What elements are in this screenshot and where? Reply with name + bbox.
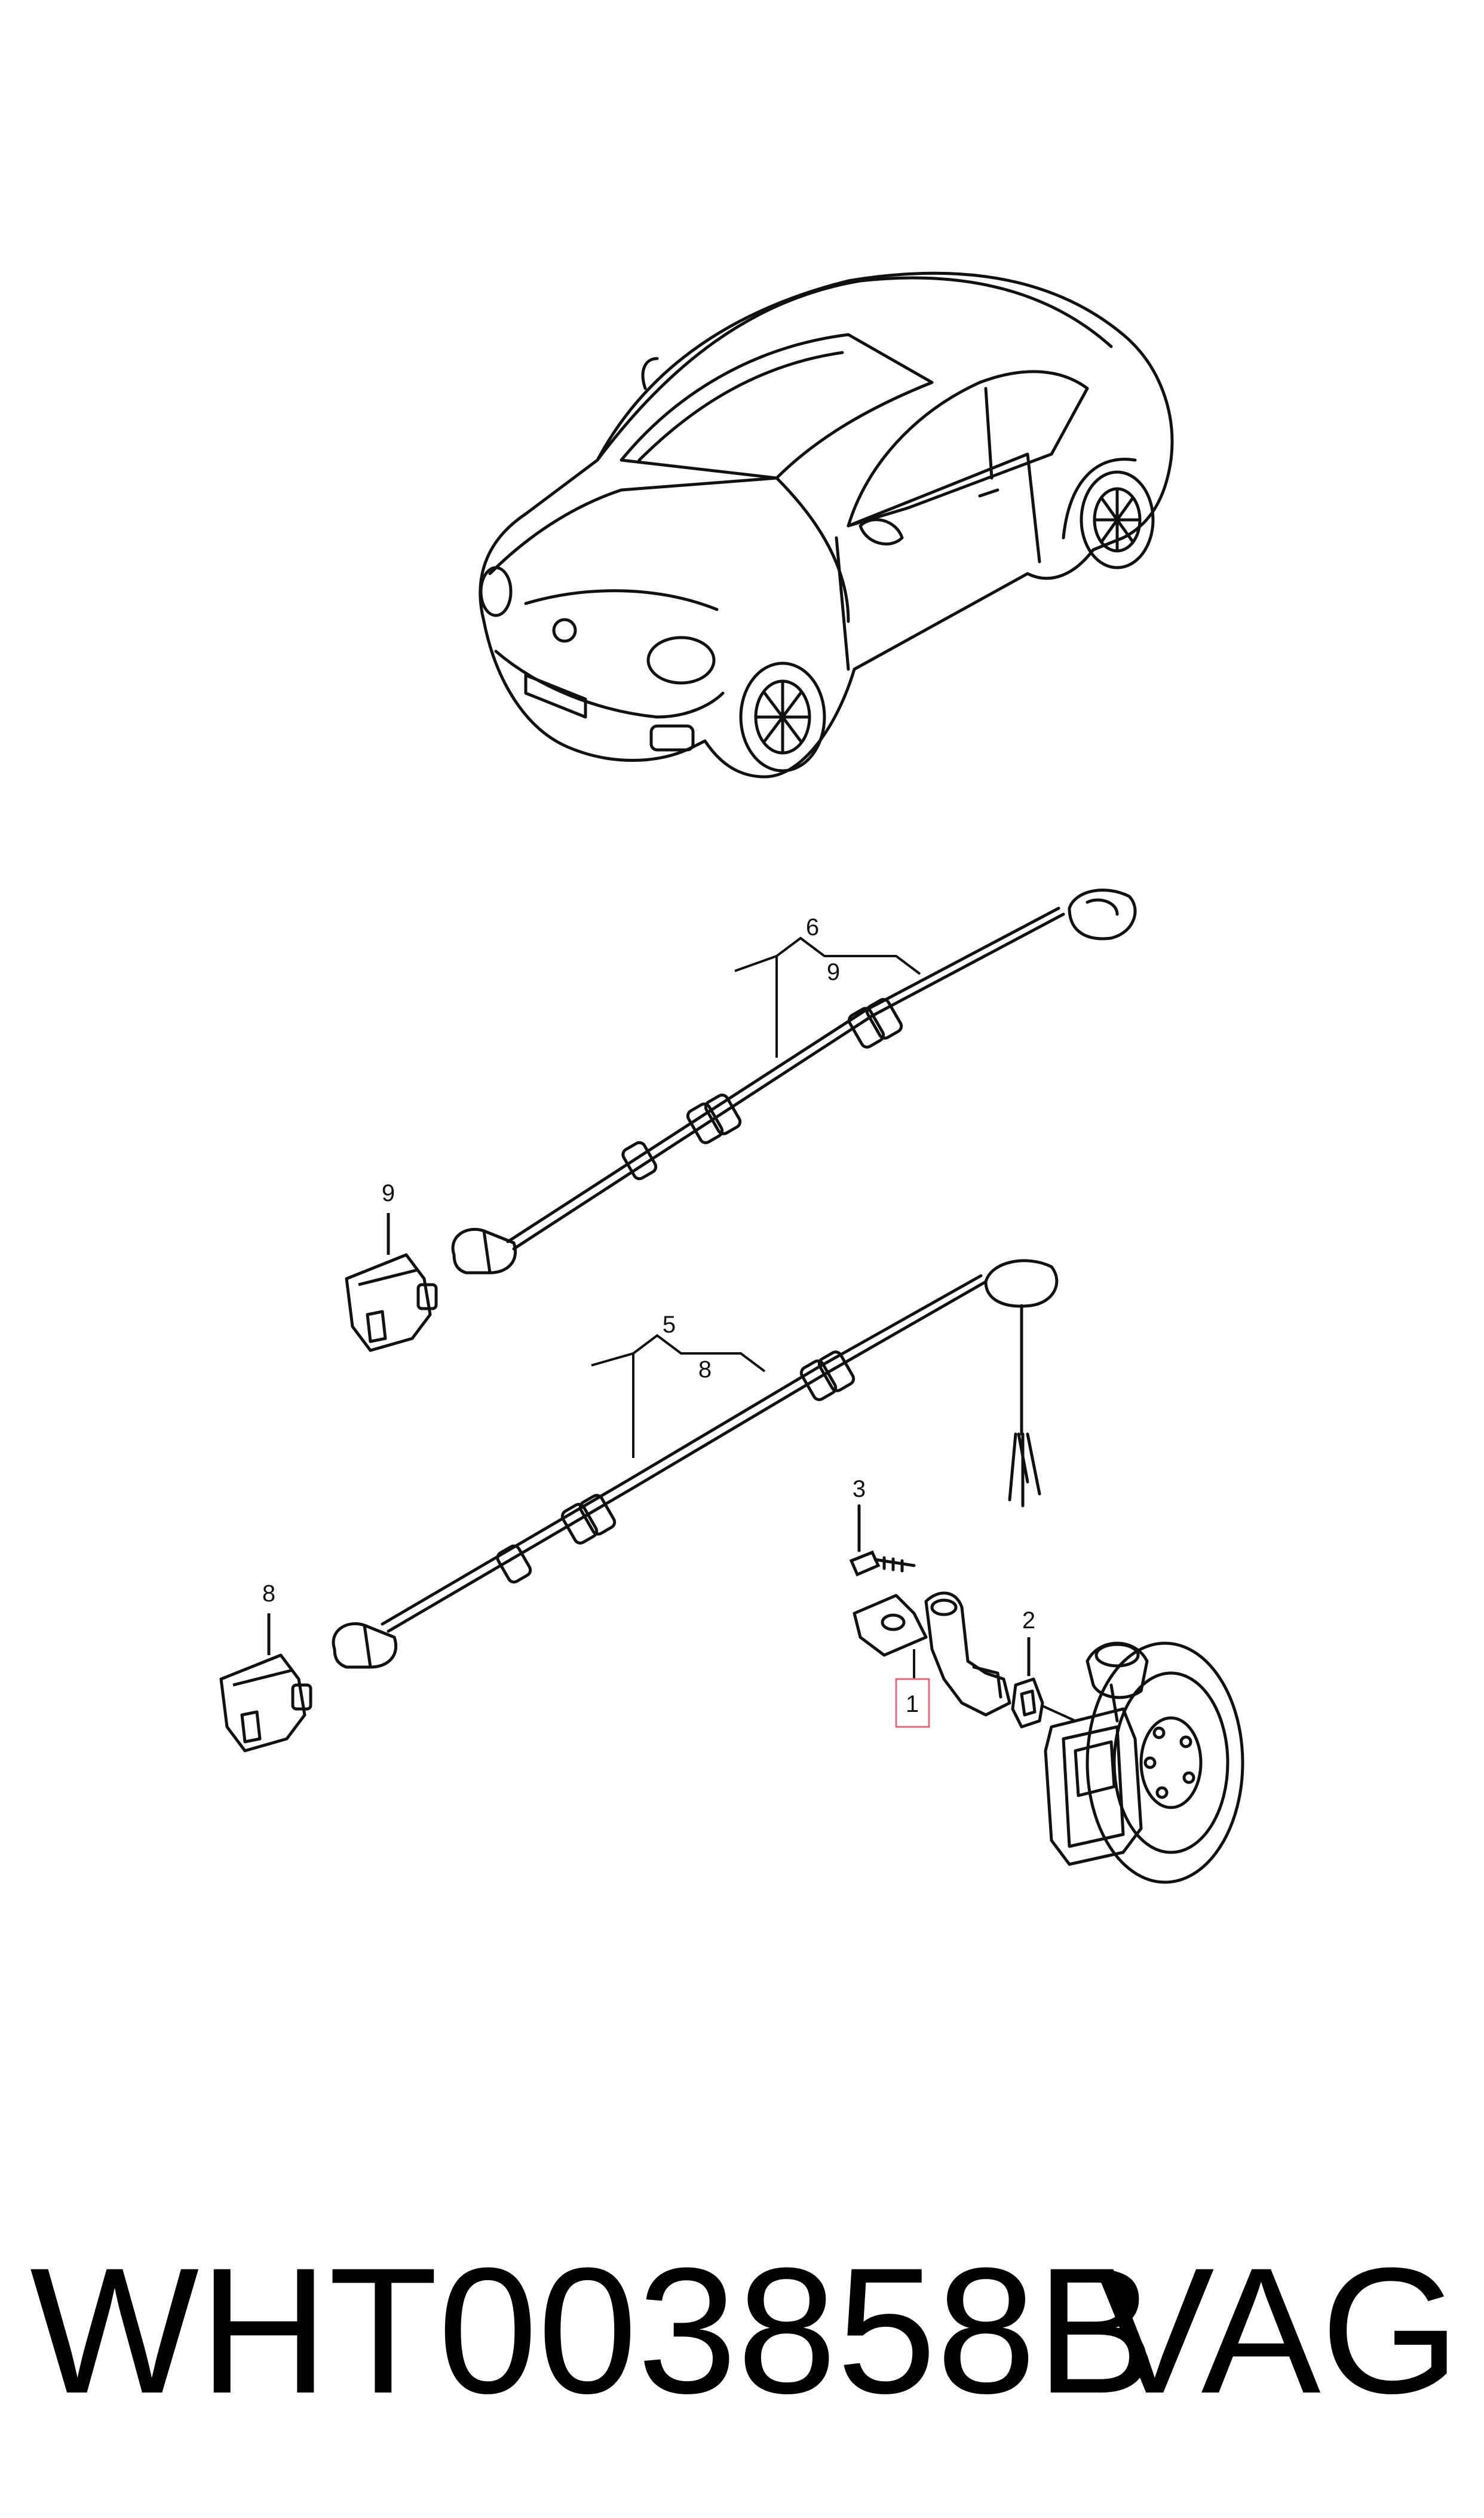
brake-hub-assembly bbox=[1044, 1641, 1244, 1884]
callout-6: 6 bbox=[806, 914, 819, 941]
callout-8-connector: 8 bbox=[262, 1580, 275, 1607]
connector-9 bbox=[345, 1213, 438, 1352]
bracket-6-9 bbox=[734, 936, 921, 1058]
car-illustration bbox=[479, 271, 1174, 779]
bracket-5-8 bbox=[591, 1334, 766, 1458]
footer: WHT003858B VAG bbox=[0, 2223, 1484, 2474]
bolt-3 bbox=[849, 1504, 916, 1577]
part-number: WHT003858B bbox=[30, 2230, 1156, 2431]
callout-8-upper: 8 bbox=[698, 1356, 712, 1383]
callout-3: 3 bbox=[853, 1476, 866, 1502]
brand-name: VAG bbox=[1094, 2230, 1460, 2431]
callout-2: 2 bbox=[1022, 1607, 1035, 1634]
upper-sensor-cable bbox=[451, 889, 1137, 1275]
parts-diagram: 6 9 9 5 8 8 3 2 1 bbox=[219, 271, 1244, 1884]
callout-9-upper: 9 bbox=[827, 959, 840, 985]
part-1-highlight bbox=[895, 1678, 930, 1728]
callout-1: 1 bbox=[906, 1691, 919, 1717]
speed-sensor-1 bbox=[853, 1591, 1011, 1717]
callout-5: 5 bbox=[663, 1312, 676, 1338]
connector-8 bbox=[219, 1613, 312, 1753]
lower-sensor-cable bbox=[332, 1259, 1059, 1669]
clip-2 bbox=[1011, 1637, 1044, 1729]
callout-9-connector: 9 bbox=[382, 1180, 395, 1206]
leader-lines bbox=[913, 1649, 1076, 1722]
